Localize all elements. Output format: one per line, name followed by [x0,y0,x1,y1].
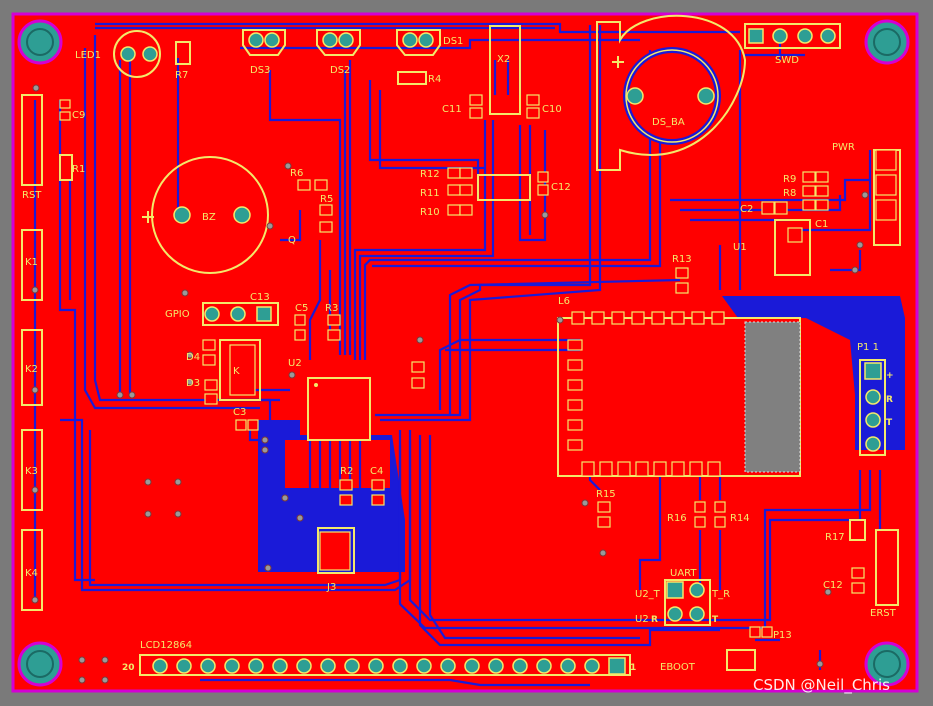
label-r5: R5 [320,194,333,205]
label-c13: C13 [250,292,270,303]
label-ds2: DS2 [330,65,350,76]
label-gpio: GPIO [165,309,190,320]
label-u2-r: U2 [635,614,649,625]
label-u2-tx: U2_T [635,589,661,600]
label-c3: C3 [233,407,246,418]
label-ds3: DS3 [250,65,270,76]
label-r13: R13 [672,254,692,265]
label-t-r: T_R [711,589,730,600]
label-u1: U1 [733,242,747,253]
silkscreen-circles [113,30,269,274]
copper-traces [33,22,882,687]
label-c9: C9 [72,110,85,121]
label-r10: R10 [420,207,440,218]
label-k1: K1 [25,257,38,268]
vias [31,84,869,684]
label-r3: R3 [325,303,338,314]
label-r9: R9 [783,174,796,185]
label-erst: ERST [870,608,897,619]
mcu-u2[interactable] [307,377,371,441]
label-u2: U2 [288,358,302,369]
module-pads [567,311,725,477]
label-r14: R14 [730,513,750,524]
label-pwr: PWR [832,142,855,153]
label-r7: R7 [175,70,188,81]
label-c12b: C12 [823,580,843,591]
label-pin1: 1 [630,663,636,673]
mounting-holes [17,19,910,687]
label-d3: D3 [186,378,200,389]
label-eboot: EBOOT [660,662,696,673]
label-rst: RST [22,190,42,201]
label-c5: C5 [295,303,308,314]
label-k4: K4 [25,568,38,579]
label-q: Q [288,235,296,246]
label-k3: K3 [25,466,38,477]
smd-pads [59,94,897,638]
label-c11: C11 [442,104,462,115]
label-d4: D4 [186,352,200,363]
label-lcd: LCD12864 [140,640,192,651]
label-c1: C1 [815,219,828,230]
label-x2: X2 [497,54,510,65]
label-plus: + [886,371,894,381]
label-ds-ba: DS_BA [652,117,685,128]
label-r16: R16 [667,513,687,524]
label-k: K [233,366,240,377]
module-keepout [744,321,801,473]
label-r11: R11 [420,188,440,199]
label-l6: L6 [558,296,570,307]
label-p13: P13 [773,630,792,641]
label-r1: R1 [72,164,85,175]
label-c2: C2 [740,204,753,215]
through-hole-pads [120,28,882,675]
label-pin-r: R [886,395,893,405]
label-c12: C12 [551,182,571,193]
label-r2: R2 [340,466,353,477]
label-ds1: DS1 [443,36,463,47]
label-p1: P1 1 [857,342,879,353]
label-pin20: 20 [122,663,135,673]
label-r-pin: R [651,615,658,625]
label-c10: C10 [542,104,562,115]
label-r8: R8 [783,188,796,199]
label-j3: J3 [326,582,336,593]
label-r6: R6 [290,168,303,179]
label-k2: K2 [25,364,38,375]
label-swd: SWD [775,55,799,66]
label-r12: R12 [420,169,440,180]
label-r17: R17 [825,532,845,543]
label-uart: UART [670,568,697,579]
label-led1: LED1 [75,50,101,61]
label-r15: R15 [596,489,616,500]
label-r4: R4 [428,74,441,85]
battery-pads [626,87,715,105]
label-t-pin: T [712,615,719,625]
silkscreen-labels: LED1 R7 DS3 DS2 DS1 X2 R4 C11 C10 DS_BA … [22,36,897,673]
label-c4: C4 [370,466,383,477]
polarity-marks [142,56,624,223]
label-bz: BZ [202,212,216,223]
watermark: CSDN @Neil_Chris [753,676,890,695]
battery-ds-ba[interactable] [623,47,721,145]
label-pin-t: T [886,418,893,428]
